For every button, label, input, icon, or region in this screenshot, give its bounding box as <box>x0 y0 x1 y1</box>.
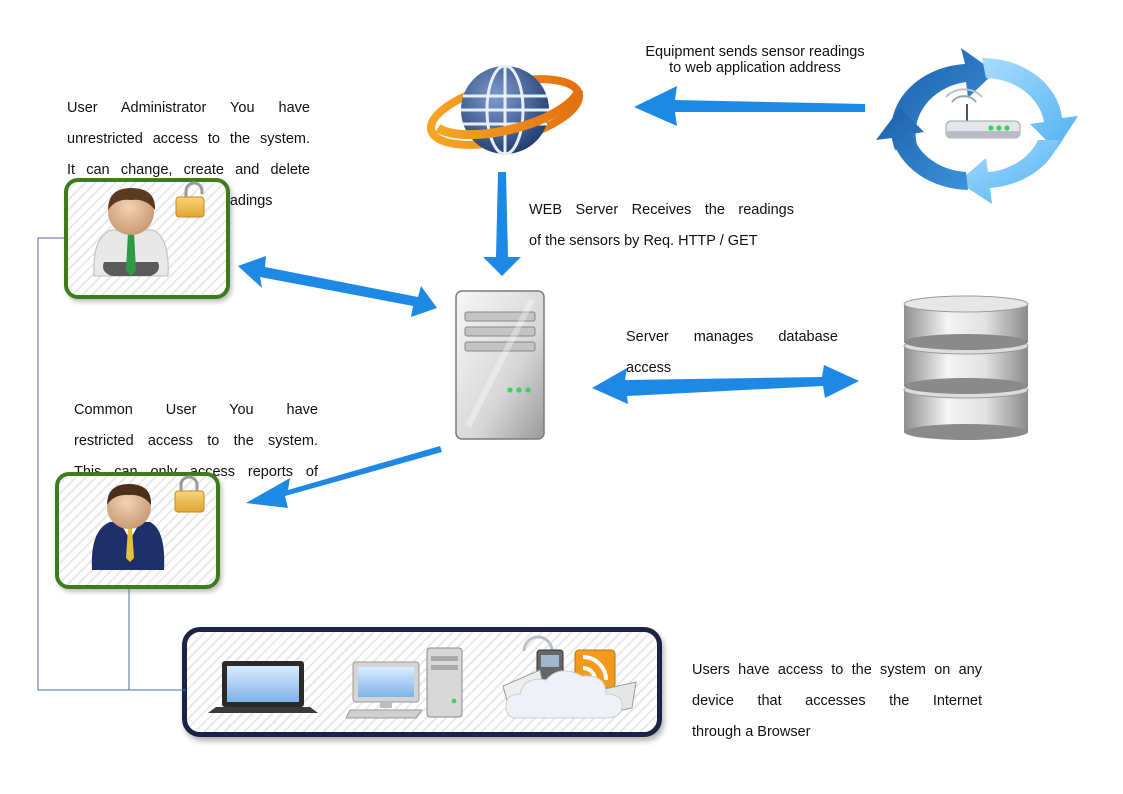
admin-caption-line: unrestricted access to the system. <box>67 131 310 147</box>
desktop-computer-icon <box>345 647 463 719</box>
arrow-admin-server-bidirectional <box>238 256 437 317</box>
database-caption: Server manages database access <box>626 329 838 377</box>
unlocked-padlock-icon <box>175 181 205 218</box>
equipment-caption-line: to web application address <box>669 59 841 76</box>
cloud-devices-icon <box>502 635 637 719</box>
equipment-caption: Equipment sends sensor readings to web a… <box>620 44 890 76</box>
devices-caption-line: through a Browser <box>692 724 811 740</box>
globe-icon <box>426 64 584 156</box>
common-caption-line: Common User You have <box>74 402 318 418</box>
arrow-server-database-bidirectional <box>592 365 859 404</box>
equipment-caption-line: Equipment sends sensor readings <box>645 44 865 60</box>
database-caption-line: access <box>626 360 672 376</box>
locked-padlock-icon <box>174 475 205 513</box>
sync-cycle-icon <box>876 48 1078 204</box>
webserver-caption-line: WEB Server Receives the readings <box>529 202 794 218</box>
devices-caption: Users have access to the system on any d… <box>692 662 982 741</box>
common-caption-line: restricted access to the system. <box>74 433 318 449</box>
admin-user-icon <box>93 188 169 277</box>
laptop-icon <box>208 661 318 713</box>
admin-caption-line: It can change, create and delete <box>67 162 310 178</box>
database-icon <box>903 295 1029 440</box>
devices-caption-line: Users have access to the system on any <box>692 662 982 678</box>
admin-connector-line <box>37 237 186 691</box>
arrow-equipment-to-globe <box>634 86 865 126</box>
webserver-caption: WEB Server Receives the readings of the … <box>529 202 794 250</box>
server-tower-icon <box>455 290 545 440</box>
wireless-router-icon <box>945 88 1021 139</box>
common-connector-line <box>128 589 186 691</box>
admin-caption-line: User Administrator You have <box>67 100 310 116</box>
common-user-icon <box>91 484 165 570</box>
webserver-caption-line: of the sensors by Req. HTTP / GET <box>529 233 758 249</box>
devices-caption-line: device that accesses the Internet <box>692 693 982 709</box>
database-caption-line: Server manages database <box>626 329 838 345</box>
arrow-server-to-common <box>246 446 442 508</box>
arrow-globe-to-server <box>483 172 521 276</box>
